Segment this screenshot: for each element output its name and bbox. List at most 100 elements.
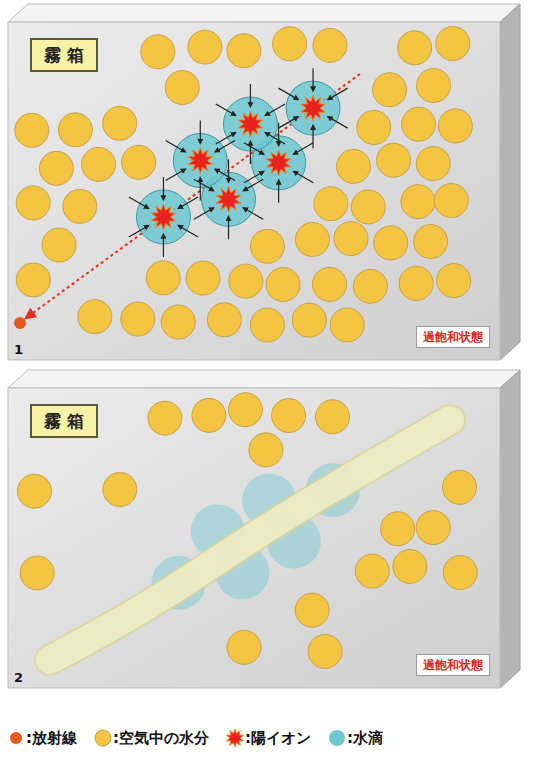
water-vapour [146,261,180,295]
water-vapour [186,261,220,295]
water-vapour [295,222,329,256]
title-box: 霧 箱 [30,38,98,72]
water-vapour [437,264,471,298]
water-vapour [16,186,50,220]
cloud-chamber-panel: 2霧 箱過飽和状態 [8,388,500,688]
attraction-arrow [178,225,198,237]
water-vapour [313,267,347,301]
chamber-box [8,4,520,360]
water-vapour [227,34,261,68]
attraction-arrow [163,177,164,200]
water-vapour [402,107,436,141]
box-side [500,370,520,688]
legend-swatch [6,728,26,748]
attraction-arrow [216,133,236,145]
legend-item: :放射線 [6,728,77,748]
attraction-arrow [312,125,313,148]
attraction-arrow [244,171,264,183]
chamber-box [8,370,520,688]
panel-2-art [17,393,477,669]
water-vapour [20,556,54,590]
state-text: 過飽和状態 [423,329,483,346]
legend-swatch [225,728,245,748]
cloud-chamber-panel: 1霧 箱過飽和状態 [8,22,500,360]
water-vapour [227,630,261,664]
attraction-arrow [278,88,298,100]
attraction-arrow [200,177,201,200]
radiation-track [26,74,360,318]
legend-item: :空気中の水分 [93,728,209,748]
water-vapour [443,470,477,504]
water-vapour [103,106,137,140]
attraction-arrow [166,169,186,181]
water-vapour [436,27,470,61]
attraction-arrow [244,143,264,155]
attraction-arrow [215,169,235,181]
water-vapour [374,226,408,260]
legend-text: :放射線 [26,729,77,748]
water-vapour [272,399,306,433]
water-vapour [401,185,435,219]
box-side [500,4,520,360]
attraction-arrow [265,104,285,116]
water-vapour [82,147,116,181]
water-vapour [42,228,76,262]
water-vapour [353,269,387,303]
radiation-particle [14,317,26,329]
positive-ion [216,186,241,212]
water-vapour [330,308,364,342]
state-label-box: 過飽和状態 [416,326,490,348]
water-vapour [314,187,348,221]
water-vapour [417,69,451,103]
positive-ion [151,204,176,230]
water-vapour [308,634,342,668]
cloud-track-edge [50,420,450,660]
water-vapour [39,151,73,185]
water-vapour [316,400,350,434]
water-vapour [192,398,226,432]
box-top [8,370,520,388]
water-vapour [78,300,112,334]
attraction-arrow [129,225,149,237]
water-vapour [141,35,175,69]
panel-1-art [14,27,472,343]
water-vapour [229,264,263,298]
water-vapour [122,145,156,179]
attraction-arrow [293,143,313,155]
water-vapour [393,549,427,583]
water-vapour [414,225,448,259]
positive-ion [238,111,263,137]
box-front [8,388,500,688]
water-vapour [351,190,385,224]
attraction-arrow [278,180,279,203]
legend: :放射線:空気中の水分:陽イオン:水滴 [6,728,399,748]
water-vapour [250,229,284,263]
attraction-arrow [278,117,298,129]
water-vapour [373,73,407,107]
attraction-arrow [293,171,313,183]
positive-ion [266,150,291,176]
water-vapour [398,31,432,65]
water-vapour [434,184,468,218]
attraction-arrow [129,197,149,209]
water-vapour [58,113,92,147]
water-vapour [313,28,347,62]
water-vapour [148,401,182,435]
water-vapour [355,554,389,588]
state-label-box: 過飽和状態 [416,654,490,676]
water-vapour [250,308,284,342]
box-front [8,22,500,360]
attraction-arrow [328,117,348,129]
water-vapour [161,305,195,339]
attraction-arrow [194,179,214,191]
legend-swatch [327,728,347,748]
water-vapour [416,147,450,181]
water-vapour [292,303,326,337]
water-vapour [165,71,199,105]
water-vapour [121,302,155,336]
water-vapour [17,474,51,508]
water-vapour [438,109,472,143]
attraction-arrow [312,68,313,91]
attraction-arrow [243,208,263,220]
